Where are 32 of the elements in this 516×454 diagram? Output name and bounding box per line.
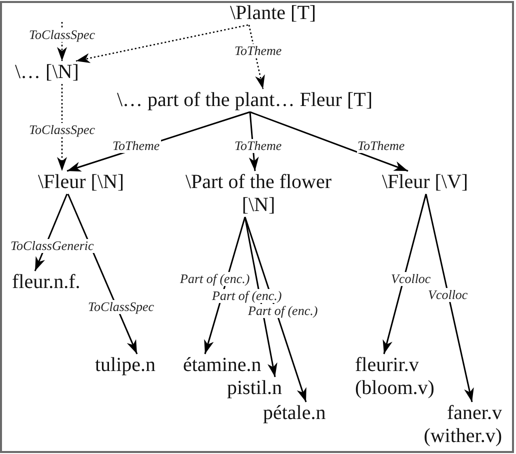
edge-label: Part of (enc.) [247, 304, 319, 318]
node-label: pétale.n [263, 402, 326, 425]
edge-label: Part of (enc.) [211, 289, 283, 303]
node-label: faner.v (wither.v) [410, 402, 502, 448]
node-label: pistil.n [227, 377, 282, 400]
node-label: fleurir.v (bloom.v) [355, 354, 447, 400]
arrow [248, 24, 265, 90]
node-label: \Plante [T] [230, 2, 316, 25]
node-label: \… [\N] [15, 61, 79, 84]
arrow [57, 84, 67, 171]
edge-label: ToClassSpec [87, 300, 155, 314]
node-label: \… part of the plant… Fleur [T] [117, 89, 372, 112]
edge-label: ToTheme [356, 139, 406, 153]
node-label: \Fleur [\V] [382, 171, 468, 194]
node-label: \Part of the flower [\N] [176, 171, 341, 217]
arrow [425, 194, 474, 402]
edge-label: ToTheme [234, 139, 283, 153]
edge-label: ToClassSpec [28, 123, 96, 137]
node-label: fleur.n.f. [12, 271, 80, 294]
edge-label: Part of (enc.) [179, 272, 251, 286]
node-label: tulipe.n [95, 354, 156, 377]
arrow [250, 111, 408, 172]
edge-label: ToTheme [234, 44, 283, 58]
edge-label: Vcolloc [427, 288, 469, 302]
edge-label: Vcolloc [390, 272, 432, 286]
edge-label: ToClassGeneric [10, 239, 95, 253]
arrow [76, 24, 248, 64]
node-label: étamine.n [183, 354, 262, 377]
arrow [382, 194, 427, 354]
edge-label: ToClassSpec [28, 28, 96, 42]
node-label: \Fleur [\N] [38, 171, 124, 194]
edge-label: ToTheme [112, 139, 161, 153]
